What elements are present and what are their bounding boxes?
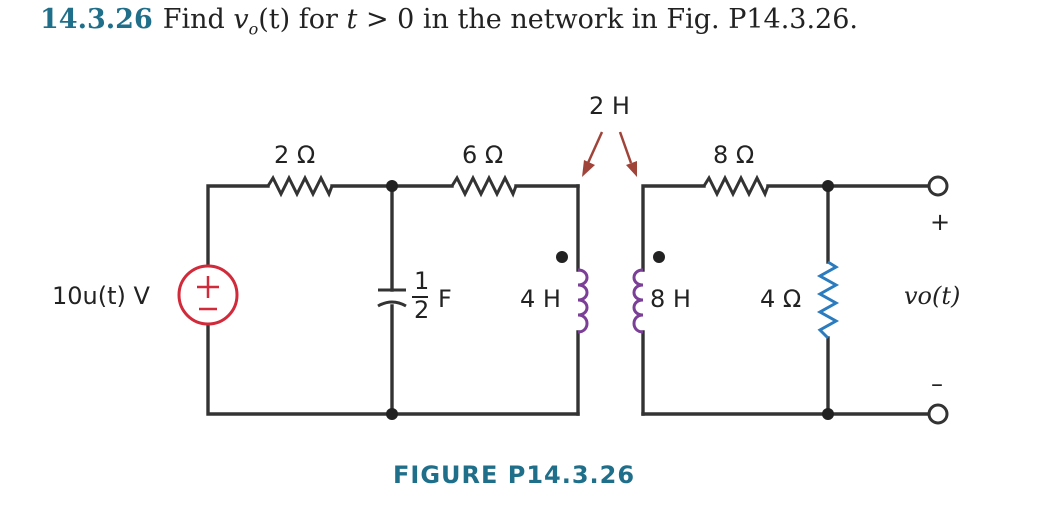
r3-label: 8 Ω: [713, 141, 754, 169]
problem-number: 14.3.26: [40, 4, 153, 35]
r1-label: 2 Ω: [274, 141, 315, 169]
resistor-8ohm: [702, 174, 770, 198]
capacitor-label: 1 2 F: [412, 267, 452, 324]
l1-label: 4 H: [520, 285, 561, 313]
problem-vo-subscript: o: [248, 19, 259, 39]
voltage-source: [177, 264, 239, 326]
inductor-8h: [632, 268, 644, 334]
output-terminal-minus: [927, 403, 949, 425]
problem-t: t: [346, 4, 358, 35]
svg-text:2: 2: [414, 296, 429, 324]
problem-text-prefix: Find: [162, 4, 234, 35]
dot-marker-l2: [653, 251, 665, 263]
resistor-2ohm: [266, 174, 334, 198]
output-label: vo(t): [904, 282, 960, 310]
capacitor: [377, 288, 407, 308]
resistor-4ohm: [816, 260, 840, 340]
plus-sign: +: [930, 208, 950, 236]
r2-label: 6 Ω: [462, 141, 503, 169]
mutual-arrows: [582, 131, 637, 177]
problem-text-mid: (t) for: [258, 4, 347, 35]
source-label: 10u(t) V: [52, 282, 151, 310]
junction-dots: [386, 180, 834, 420]
right-loop-wires: [641, 184, 930, 416]
problem-text-suffix: > 0 in the network in Fig. P14.3.26.: [357, 4, 858, 35]
output-terminal-plus: [927, 175, 949, 197]
left-loop-wires: [206, 184, 580, 416]
svg-text:1: 1: [414, 267, 429, 295]
problem-vo: v: [233, 4, 249, 35]
resistor-6ohm: [450, 174, 518, 198]
l2-label: 8 H: [650, 285, 691, 313]
r4-label: 4 Ω: [760, 285, 801, 313]
problem-statement: 14.3.26 Find vo(t) for t > 0 in the netwo…: [40, 4, 858, 38]
figure-caption: FIGURE P14.3.26: [393, 461, 635, 489]
inductor-4h: [577, 268, 589, 334]
svg-text:F: F: [438, 285, 452, 313]
mutual-label: 2 H: [589, 92, 630, 120]
dot-marker-l1: [556, 251, 568, 263]
minus-sign: –: [931, 370, 943, 398]
